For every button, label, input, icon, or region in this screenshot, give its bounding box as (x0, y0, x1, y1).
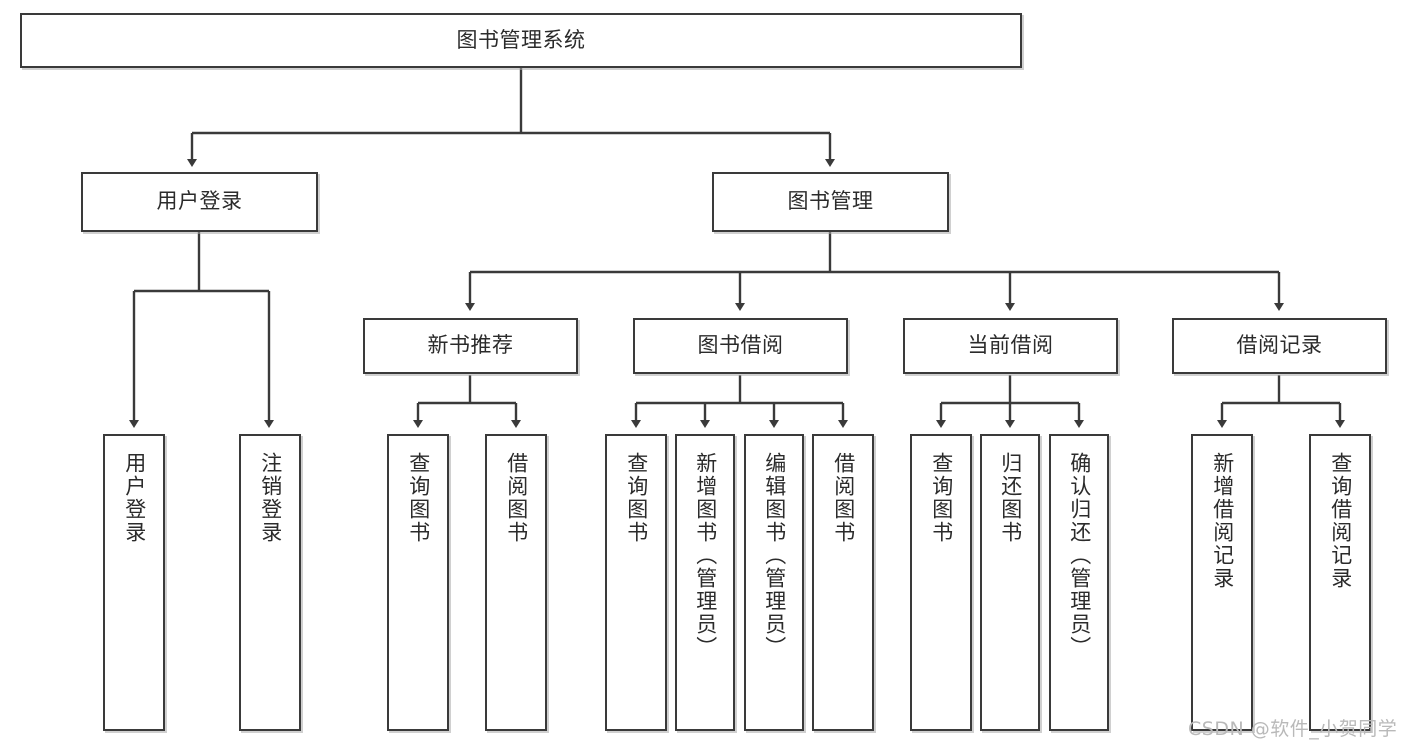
node-leaf-borrow-book-1-label: 借阅图书 (504, 452, 529, 544)
node-leaf-query-record[interactable]: 查询借阅记录 (1309, 434, 1371, 731)
node-leaf-add-book[interactable]: 新增图书（管理员） (675, 434, 735, 731)
node-new-book-recommend[interactable]: 新书推荐 (363, 318, 578, 374)
node-book-borrow[interactable]: 图书借阅 (633, 318, 848, 374)
node-leaf-query-book-1[interactable]: 查询图书 (387, 434, 449, 731)
node-book-manage[interactable]: 图书管理 (712, 172, 949, 232)
node-leaf-edit-book[interactable]: 编辑图书（管理员） (744, 434, 804, 731)
node-leaf-borrow-book-2-label: 借阅图书 (831, 452, 856, 544)
node-borrow-record[interactable]: 借阅记录 (1172, 318, 1387, 374)
node-leaf-user-logout-label: 注销登录 (258, 452, 283, 544)
node-leaf-user-login[interactable]: 用户登录 (103, 434, 165, 731)
node-leaf-return-book[interactable]: 归还图书 (980, 434, 1040, 731)
node-book-borrow-label: 图书借阅 (697, 333, 784, 358)
node-leaf-edit-book-label: 编辑图书（管理员） (762, 452, 787, 659)
node-user-login-label: 用户登录 (156, 189, 243, 214)
node-leaf-query-book-2[interactable]: 查询图书 (605, 434, 667, 731)
node-leaf-query-record-label: 查询借阅记录 (1328, 452, 1353, 590)
watermark-text: CSDN @软件_小贺同学 (1188, 718, 1398, 740)
node-book-manage-label: 图书管理 (787, 189, 874, 214)
node-leaf-confirm-return-label: 确认归还（管理员） (1067, 452, 1092, 659)
node-borrow-record-label: 借阅记录 (1236, 333, 1323, 358)
node-leaf-query-book-2-label: 查询图书 (624, 452, 649, 544)
node-leaf-user-logout[interactable]: 注销登录 (239, 434, 301, 731)
node-leaf-add-record-label: 新增借阅记录 (1210, 452, 1235, 590)
node-leaf-borrow-book-1[interactable]: 借阅图书 (485, 434, 547, 731)
node-leaf-add-record[interactable]: 新增借阅记录 (1191, 434, 1253, 731)
node-leaf-query-book-3-label: 查询图书 (929, 452, 954, 544)
node-leaf-confirm-return[interactable]: 确认归还（管理员） (1049, 434, 1109, 731)
node-leaf-user-login-label: 用户登录 (122, 452, 147, 544)
node-leaf-query-book-1-label: 查询图书 (406, 452, 431, 544)
node-current-borrow-label: 当前借阅 (967, 333, 1054, 358)
node-root[interactable]: 图书管理系统 (20, 13, 1022, 68)
node-current-borrow[interactable]: 当前借阅 (903, 318, 1118, 374)
node-leaf-borrow-book-2[interactable]: 借阅图书 (812, 434, 874, 731)
node-leaf-add-book-label: 新增图书（管理员） (693, 452, 718, 659)
node-new-book-recommend-label: 新书推荐 (427, 333, 514, 358)
node-root-label: 图书管理系统 (456, 27, 586, 52)
node-leaf-query-book-3[interactable]: 查询图书 (910, 434, 972, 731)
node-user-login[interactable]: 用户登录 (81, 172, 318, 232)
node-leaf-return-book-label: 归还图书 (998, 452, 1023, 544)
